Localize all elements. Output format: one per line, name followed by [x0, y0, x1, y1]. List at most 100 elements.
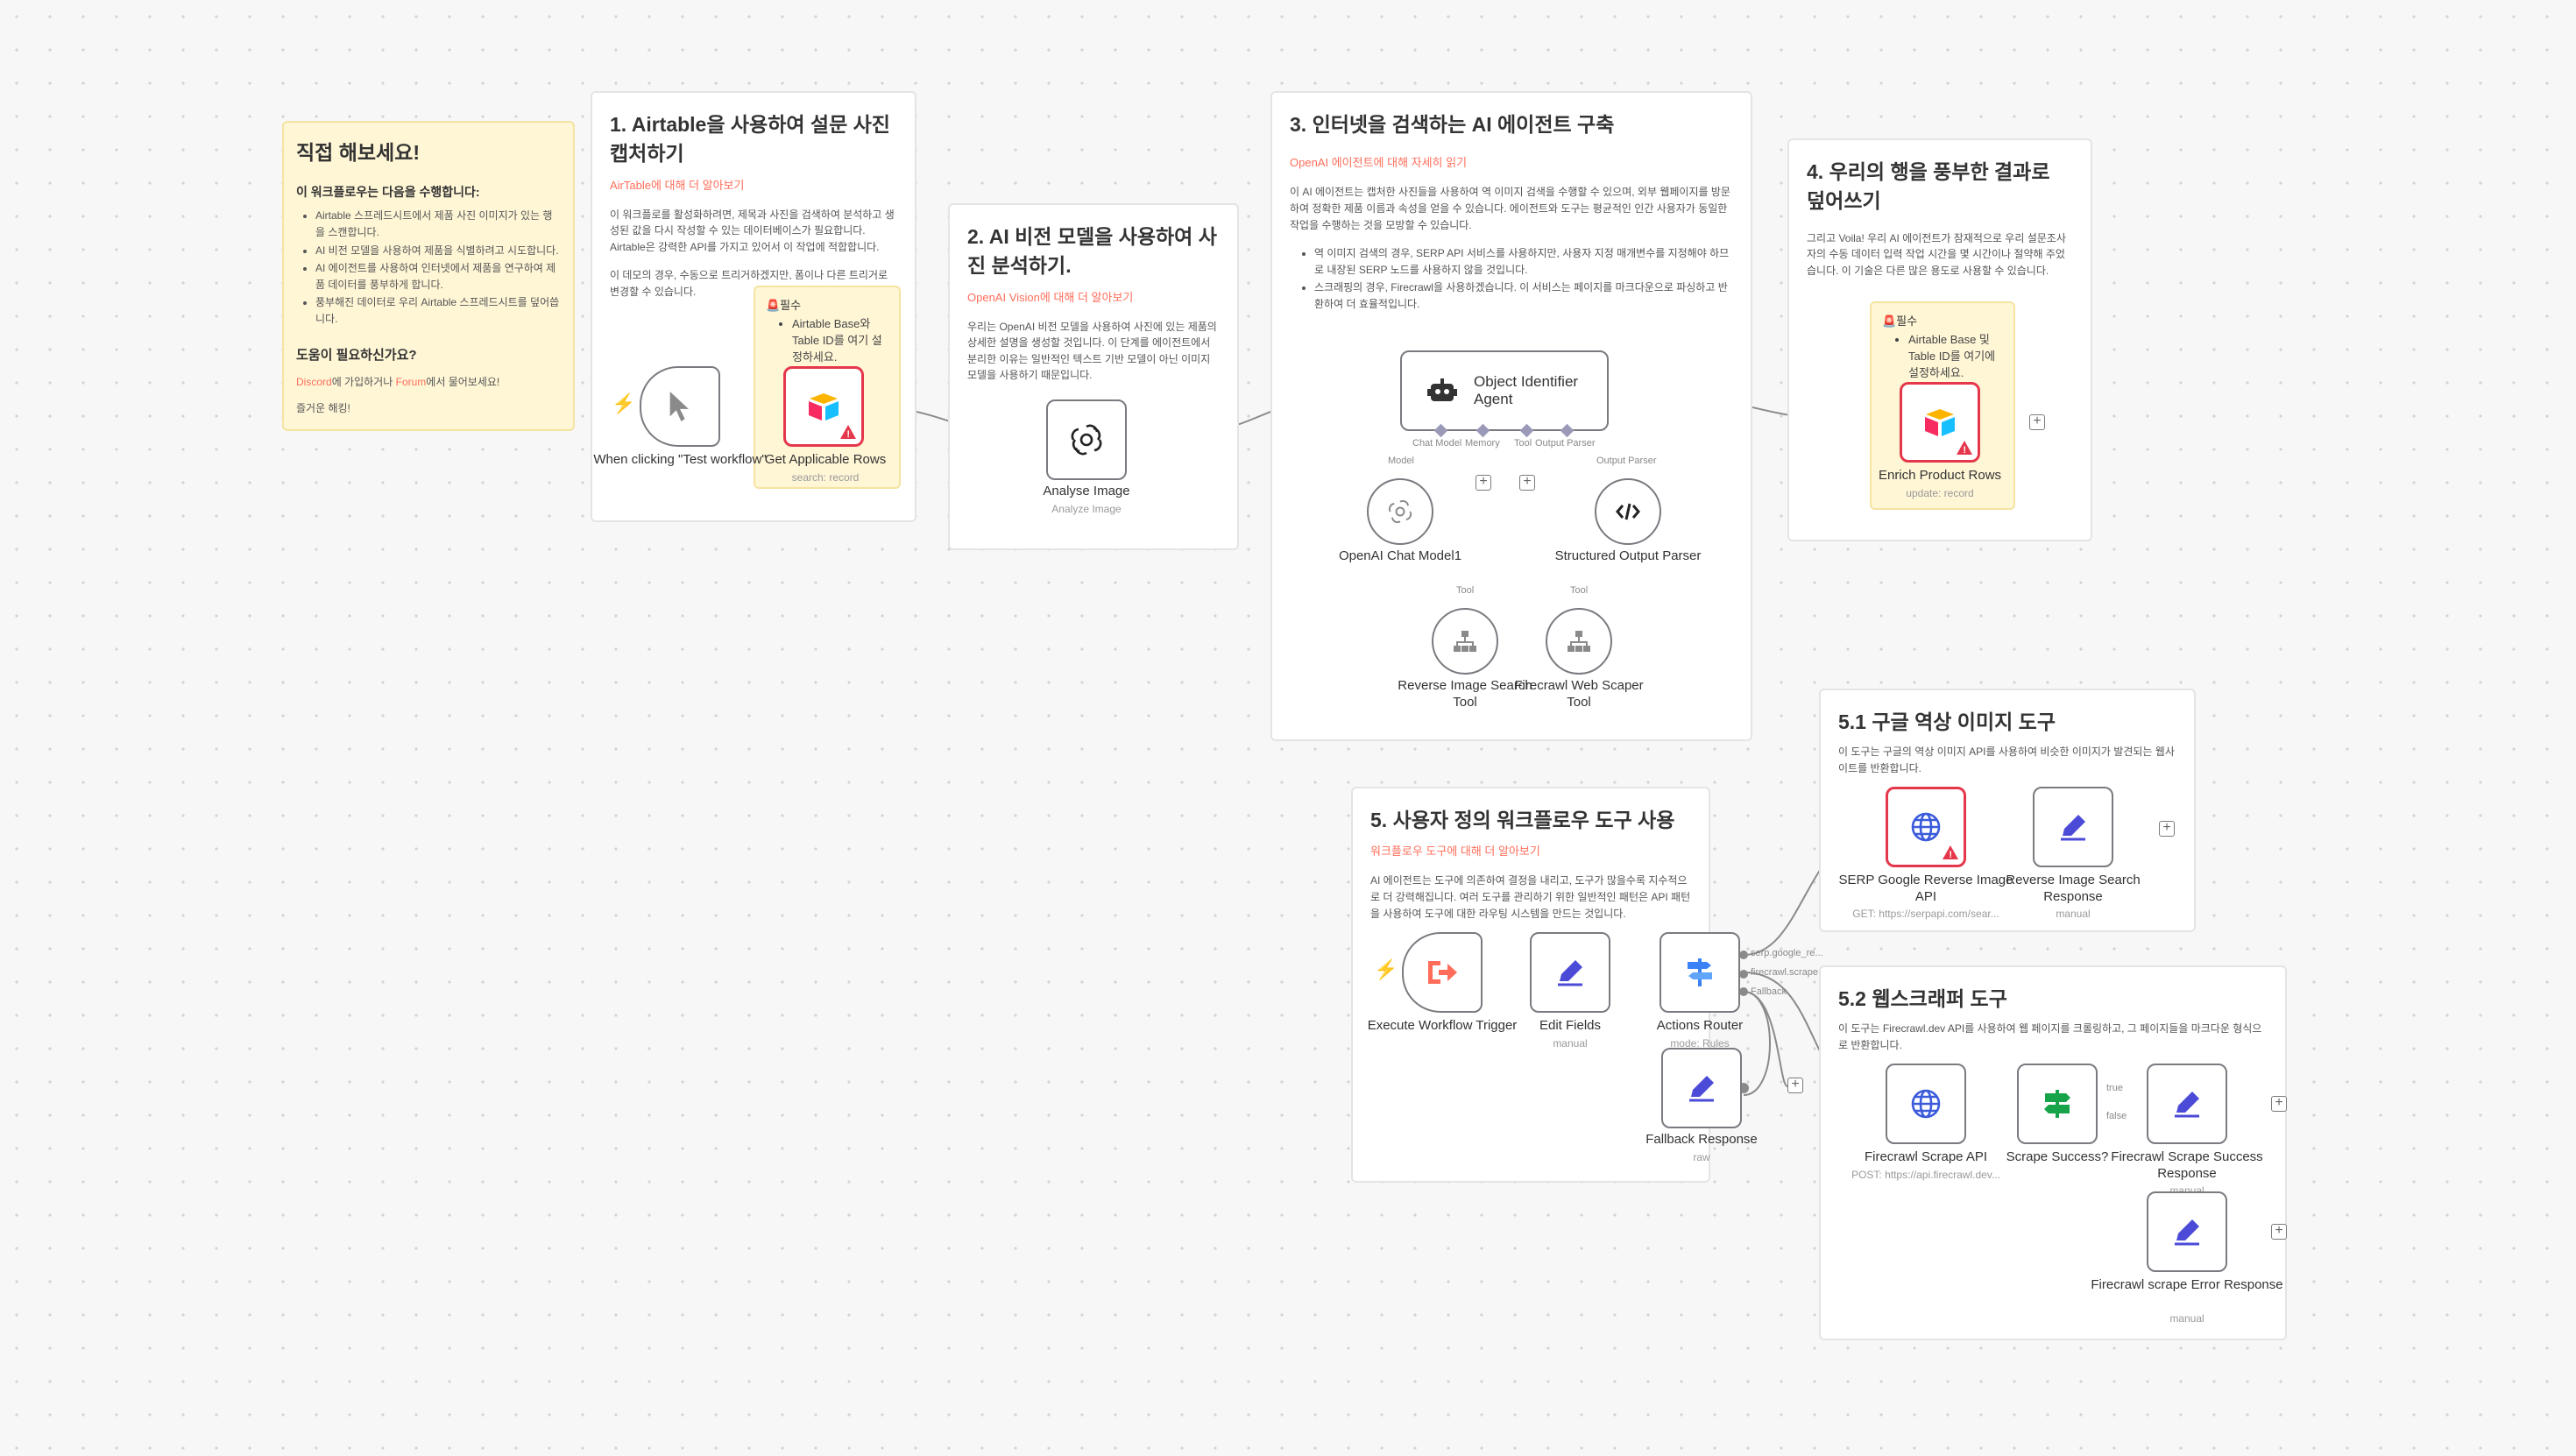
- serp-sub: GET: https://serpapi.com/sear...: [1852, 908, 1999, 920]
- output-parser-port-label: Output Parser: [1535, 438, 1596, 449]
- firecrawl-success-label: Firecrawl Scrape Success Response: [2111, 1149, 2263, 1181]
- firecrawl-api-sub: POST: https://api.firecrawl.dev...: [1851, 1169, 2000, 1181]
- globe-icon: [1911, 812, 1941, 842]
- fallback-sub: raw: [1693, 1151, 1710, 1163]
- chat-model-port-label: Chat Model: [1412, 438, 1462, 449]
- firecrawl-port-label: firecrawl.scrape: [1751, 967, 1819, 978]
- firecrawl-error-label: Firecrawl scrape Error Response: [2091, 1277, 2283, 1292]
- enrich-product-rows-node[interactable]: !: [1900, 382, 1980, 463]
- intro-item: Airtable 스프레드시트에서 제품 사진 이미지가 있는 행을 스캔합니다…: [315, 208, 561, 240]
- reverse-image-search-tool-node[interactable]: [1432, 608, 1498, 675]
- analyse-image-sub: Analyze Image: [1051, 503, 1122, 515]
- reverse-tool-label: Reverse Image Search Tool: [1398, 678, 1532, 710]
- reverse-image-search-response-node[interactable]: [2033, 787, 2113, 867]
- required-text: Airtable Base와 Table ID를 여기 설정하세요.: [792, 316, 888, 366]
- tool-port-label-a: Tool: [1456, 585, 1475, 596]
- firecrawl-web-scraper-tool-node[interactable]: [1546, 608, 1612, 675]
- add-tool-button[interactable]: +: [1519, 475, 1535, 491]
- get-applicable-rows-node[interactable]: !: [783, 366, 864, 447]
- execute-trigger-label: Execute Workflow Trigger: [1367, 1018, 1518, 1033]
- add-after-reverse-response-button[interactable]: +: [2159, 821, 2175, 837]
- analyse-image-node[interactable]: [1046, 399, 1127, 480]
- enrich-sub: update: record: [1906, 487, 1974, 499]
- section-51-note[interactable]: 5.1 구글 역상 이미지 도구 이 도구는 구글의 역상 이미지 API를 사…: [1819, 689, 2196, 932]
- scrape-success-label: Scrape Success?: [2006, 1149, 2109, 1164]
- edit-fields-label: Edit Fields: [1539, 1018, 1602, 1033]
- openai-icon: [1071, 424, 1102, 456]
- wire-router-plus: [1743, 991, 1788, 1087]
- analyse-image-label: Analyse Image: [1043, 484, 1130, 498]
- add-memory-button[interactable]: +: [1476, 475, 1491, 491]
- openai-agent-link[interactable]: OpenAI 에이전트에 대해 자세히 읽기: [1290, 156, 1468, 170]
- reverse-response-label: Reverse Image Search Response: [2006, 873, 2141, 904]
- parser-label: Structured Output Parser: [1554, 548, 1702, 563]
- discord-link[interactable]: Discord: [296, 375, 332, 388]
- section-3-item: 스크래핑의 경우, Firecrawl을 사용하겠습니다. 이 서비스는 페이지…: [1314, 279, 1733, 312]
- robot-icon: [1427, 378, 1457, 401]
- section-5-note[interactable]: 5. 사용자 정의 워크플로우 도구 사용 워크플로우 도구에 대해 더 알아보…: [1351, 787, 1710, 1183]
- warning-icon: !: [1963, 445, 1966, 456]
- section-2-note[interactable]: 2. AI 비전 모델을 사용하여 사진 분석하기. OpenAI Vision…: [948, 203, 1239, 550]
- openai-vision-link[interactable]: OpenAI Vision에 대해 더 알아보기: [967, 290, 1134, 304]
- true-port-label: true: [2106, 1083, 2123, 1093]
- globe-icon: [1911, 1089, 1941, 1119]
- firecrawl-error-response-node[interactable]: [2147, 1191, 2227, 1272]
- required-note-2[interactable]: 🚨필수 Airtable Base 및 Table ID를 여기에 설정하세요.: [1870, 301, 2015, 510]
- section-51-title: 5.1 구글 역상 이미지 도구: [1838, 710, 2056, 733]
- help-text: Discord에 가입하거나 Forum에서 물어보세요!: [296, 375, 500, 388]
- sign-out-icon: [1428, 961, 1457, 984]
- section-2-text: 우리는 OpenAI 비전 모델을 사용하여 사진에 있는 제품의 상세한 설명…: [967, 320, 1217, 382]
- code-icon: [1616, 503, 1640, 520]
- workflow-tool-link[interactable]: 워크플로우 도구에 대해 더 알아보기: [1370, 845, 1540, 859]
- tool-port-label-b: Tool: [1570, 585, 1589, 596]
- fallback-label: Fallback Response: [1645, 1132, 1758, 1147]
- firecrawl-tool-label: Firecrawl Web Scaper Tool: [1514, 678, 1644, 710]
- workflow-tool-icon: [1454, 631, 1476, 652]
- trigger-bolt-icon: ⚡: [612, 392, 636, 414]
- required-title: 🚨필수: [1882, 315, 1918, 328]
- warning-icon: !: [846, 429, 850, 440]
- object-identifier-agent-node[interactable]: Object Identifier Agent: [1400, 350, 1609, 431]
- pen-icon: [2175, 1219, 2199, 1246]
- edit-fields-sub: manual: [1553, 1037, 1588, 1050]
- forum-link[interactable]: Forum: [395, 375, 427, 388]
- add-after-router-button[interactable]: +: [1787, 1078, 1803, 1093]
- airtable-link[interactable]: AirTable에 대해 더 알아보기: [610, 178, 745, 192]
- actions-router-node[interactable]: [1660, 932, 1740, 1013]
- test-workflow-trigger-node[interactable]: [640, 366, 720, 447]
- serp-port-label: serp.google_re...: [1751, 948, 1823, 958]
- section-4-text: 그리고 Voila! 우리 AI 에이전트가 잠재적으로 우리 설문조사자의 수…: [1807, 231, 2066, 277]
- structured-output-parser-node[interactable]: [1595, 478, 1661, 545]
- intro-note[interactable]: 직접 해보세요! 이 워크플로우는 다음을 수행합니다: Airtable 스프…: [282, 121, 575, 431]
- add-after-error-button[interactable]: +: [2271, 1224, 2287, 1240]
- firecrawl-success-response-node[interactable]: [2147, 1064, 2227, 1144]
- add-after-success-button[interactable]: +: [2271, 1096, 2287, 1112]
- openai-icon: [1389, 500, 1412, 523]
- section-3-title: 3. 인터넷을 검색하는 AI 에이전트 구축: [1290, 113, 1615, 136]
- firecrawl-scrape-api-node[interactable]: [1886, 1064, 1966, 1144]
- firecrawl-api-label: Firecrawl Scrape API: [1864, 1149, 1988, 1164]
- openai-chat-model-node[interactable]: [1367, 478, 1433, 545]
- bye-text: 즐거운 해킹!: [296, 402, 350, 415]
- intro-item: AI 에이전트를 사용하여 인터넷에서 제품을 연구하여 제품 데이터를 풍부하…: [315, 260, 561, 293]
- section-5-title: 5. 사용자 정의 워크플로우 도구 사용: [1370, 809, 1675, 831]
- section-2-title: 2. AI 비전 모델을 사용하여 사진 분석하기.: [967, 225, 1217, 278]
- scrape-success-if-node[interactable]: [2017, 1064, 2098, 1144]
- if-sign-icon: [2044, 1090, 2070, 1118]
- cursor-icon: [669, 392, 689, 421]
- trigger-label: When clicking "Test workflow": [593, 452, 767, 467]
- execute-trigger-bolt-icon: ⚡: [1374, 958, 1398, 980]
- workflow-tool-icon: [1568, 631, 1590, 652]
- serp-google-reverse-node[interactable]: !: [1886, 787, 1966, 867]
- edit-fields-node[interactable]: [1530, 932, 1610, 1013]
- help-title: 도움이 필요하신가요?: [296, 347, 417, 363]
- section-52-note[interactable]: 5.2 웹스크래퍼 도구 이 도구는 Firecrawl.dev API를 사용…: [1819, 965, 2287, 1340]
- required-note-1[interactable]: 🚨필수 Airtable Base와 Table ID를 여기 설정하세요.: [754, 286, 901, 489]
- add-after-enrich-button[interactable]: +: [2029, 414, 2045, 430]
- fallback-response-node[interactable]: [1661, 1048, 1742, 1128]
- required-title: 🚨필수: [766, 299, 802, 312]
- execute-workflow-trigger-node[interactable]: [1402, 932, 1483, 1013]
- required-text: Airtable Base 및 Table ID를 여기에 설정하세요.: [1908, 332, 2003, 382]
- section-4-title: 4. 우리의 행을 풍부한 결과로 덮어쓰기: [1807, 160, 2050, 213]
